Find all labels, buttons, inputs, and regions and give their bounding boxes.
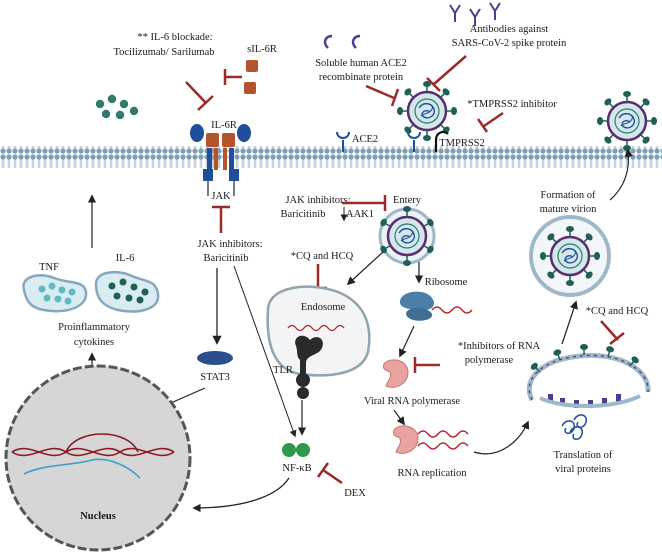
ribosome-viral-rna (431, 306, 473, 314)
label-tnf: TNF (39, 262, 59, 273)
arrow-ribosome-to-polymerase (399, 325, 415, 358)
label-ribosome: Ribosome (425, 277, 468, 288)
il6-vesicle (94, 270, 160, 313)
label-jak-inhibitors-left-2: Baricitinib (204, 253, 249, 264)
label-translation-2: viral proteins (555, 464, 611, 475)
sars-cov2-virion-assembled (539, 225, 601, 287)
label-jak-inhibitors-mid-2: Baricitinib (281, 209, 326, 220)
sil6r-receptor-2 (244, 82, 256, 94)
inhibitor-dex-bar (316, 462, 330, 478)
label-proinflammatory-1: Proinflammatory (58, 322, 130, 333)
nfkb-subunit-2 (296, 443, 310, 457)
label-nucleus: Nucleus (80, 511, 116, 522)
arrow-replication-to-translation (473, 420, 530, 455)
cell-membrane (0, 146, 662, 168)
tlr-receptor (295, 335, 323, 399)
arrow-entry-to-endosome (346, 251, 384, 286)
label-il6-blockade-1: ** IL-6 blockade: (137, 32, 212, 43)
label-cq-hcq-left: *CQ and HCQ (291, 251, 354, 262)
il6r-receptor-complex (190, 124, 251, 181)
stat3-protein (197, 351, 233, 365)
replication-rna-1 (417, 430, 469, 438)
endosome-viral-rna (287, 324, 345, 332)
arrow-polymerase-to-replication (393, 409, 405, 426)
sars-cov2-virion-docking (396, 80, 458, 142)
inhibitor-dex-line (322, 468, 343, 485)
label-tlr: TLR (273, 365, 293, 376)
label-sil6r: sIL-6R (247, 44, 277, 55)
arrow-nfkb-to-nucleus (192, 477, 290, 513)
label-il6-blockade-2: Tocilizumab/ Sarilumab (113, 47, 214, 58)
inhibitor-cq-right-bar (609, 332, 625, 345)
arrow-virion-to-release (609, 148, 633, 201)
antibody-icons (449, 2, 501, 26)
inhibitor-antibodies-line (433, 55, 467, 85)
label-soluble-ace2-1: Soluble human ACE2 (315, 58, 407, 69)
arrow-er-to-virion (561, 300, 578, 345)
arrow-jak-to-nfkb (233, 265, 297, 438)
dna-strand-2 (11, 447, 175, 457)
label-formation-1: Formation of (540, 190, 596, 201)
label-nfkb: NF-κB (282, 463, 311, 474)
replication-rna-2 (417, 442, 469, 450)
inhibitor-soluble-ace2-bar (390, 88, 400, 107)
inhibitor-soluble-ace2-line (365, 84, 395, 100)
inhibitor-il6-blockade-bar (197, 95, 214, 111)
label-tmprss2-inhibitor: *TMPRSS2 inhibitor (467, 99, 557, 110)
label-aak1: AAK1 (346, 209, 374, 220)
ace2-receptor-icon (336, 131, 350, 152)
label-jak-inhibitors-left-1: JAK inhibitors: (197, 239, 262, 250)
label-endosome: Endosome (301, 302, 346, 313)
inhibitor-tmprss2-bar (476, 118, 489, 133)
label-entery: Entery (393, 195, 422, 206)
label-il6r: IL-6R (211, 120, 237, 131)
nucleus (4, 364, 192, 552)
inhibitor-antibodies-bar (426, 77, 441, 92)
label-formation-2: mature virion (540, 204, 598, 215)
sars-cov2-virion-mature (596, 90, 658, 152)
label-cq-hcq-right: *CQ and HCQ (586, 306, 649, 317)
ace2-receptor-bound (407, 131, 421, 152)
label-antibodies-1: Antibodies against (470, 24, 549, 35)
inhibitor-tmprss2-line (483, 111, 504, 128)
tmprss2-enzyme-icon (434, 130, 449, 152)
er-membrane (526, 352, 651, 402)
sars-cov2-virion-entry (378, 205, 436, 267)
sil6r-receptor-1 (246, 60, 258, 72)
label-antibodies-2: SARS-CoV-2 spike protein (452, 38, 567, 49)
nfkb-subunit-1 (282, 443, 296, 457)
label-translation-1: Translation of (554, 450, 613, 461)
label-rna-inhibitors-1: *Inhibitors of RNA (458, 341, 541, 352)
label-stat3: STAT3 (200, 372, 230, 383)
label-soluble-ace2-2: recombinate protein (319, 72, 404, 83)
mrna-strand (23, 458, 141, 479)
label-jak: JAK (211, 191, 231, 202)
dna-bubble (65, 433, 139, 453)
label-rna-inhibitors-2: polymerase (465, 355, 514, 366)
label-tmprss2: TMPRSS2 (439, 138, 485, 149)
inhibitor-cq-right-line (600, 320, 619, 341)
label-il6: IL-6 (116, 253, 135, 264)
translated-viral-proteins-icon (561, 414, 587, 440)
label-jak-inhibitors-mid-1: JAK inhibitors: (285, 195, 350, 206)
tnf-vesicle (22, 274, 88, 313)
label-dex: DEX (344, 488, 366, 499)
il6-cytokine-cluster (95, 94, 139, 120)
label-rna-replication: RNA replication (397, 468, 467, 479)
label-proinflammatory-2: cytokines (74, 337, 114, 348)
soluble-ace2-icons (323, 34, 361, 49)
label-ace2: ACE2 (352, 134, 378, 145)
label-viral-rna-polymerase: Viral RNA polymerase (364, 396, 461, 407)
er-lower-membrane (539, 394, 641, 408)
replication-polymerase (393, 425, 419, 454)
ribosome (400, 291, 435, 321)
endosome (266, 285, 371, 377)
inhibitor-il6-blockade (185, 81, 207, 104)
viral-rna-polymerase (383, 359, 409, 388)
